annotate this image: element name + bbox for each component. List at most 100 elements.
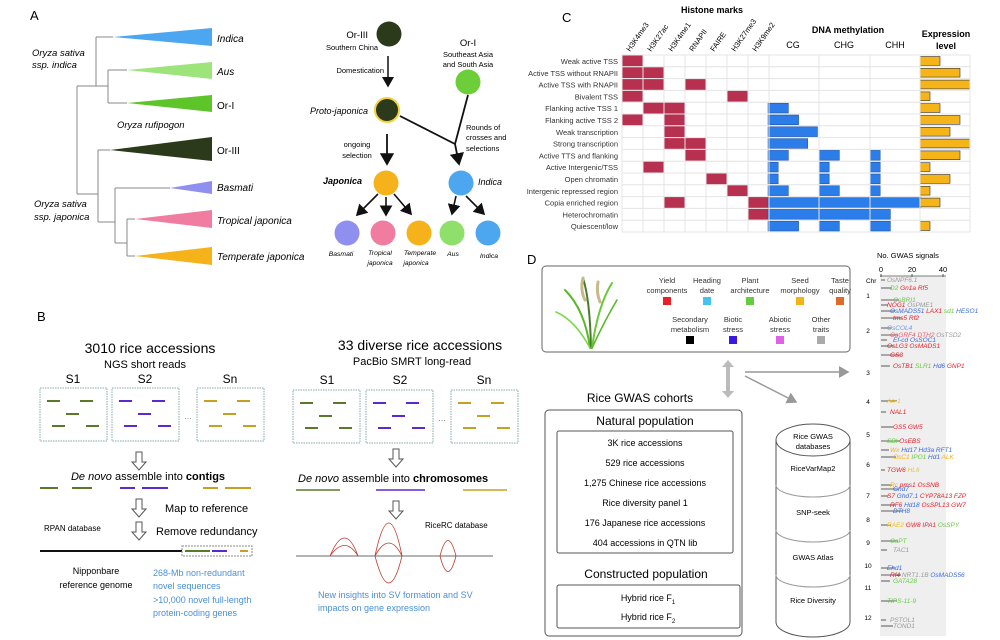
chromatin-state-label: Open chromatin xyxy=(565,175,618,184)
chromosome-label: 5 xyxy=(866,432,870,439)
chromosome-label: 6 xyxy=(866,462,870,469)
gene-label: OsTSD2 xyxy=(934,332,961,339)
finding-note: novel sequences xyxy=(153,581,221,591)
expression-bar xyxy=(919,127,951,137)
gene-row: Ehd1 xyxy=(887,565,903,572)
methylation-bar xyxy=(767,150,789,161)
gene-row: OsBRI1 xyxy=(893,297,916,304)
chr-axis-label: Chr xyxy=(866,278,877,285)
legend-swatch xyxy=(836,297,844,305)
histone-cell xyxy=(622,90,643,102)
gene-label: HL6 xyxy=(906,467,920,474)
axis-tick-label: 0 xyxy=(879,265,883,274)
histone-cell xyxy=(706,173,727,185)
or3-node xyxy=(376,21,402,47)
chromosome-label: 8 xyxy=(866,517,870,524)
histone-cell xyxy=(664,126,685,138)
gene-label: Hd18 xyxy=(902,502,920,509)
gene-label: HESO1 xyxy=(954,308,978,315)
sv-waves xyxy=(296,522,493,584)
panel-a: A Indica Aus Or-I Or-III Basmati Tropica… xyxy=(30,8,506,267)
rice-plant-icon xyxy=(555,276,618,349)
map-label: Map to reference xyxy=(165,503,248,515)
gene-label: SBI xyxy=(887,438,898,445)
or3-label: Or-III xyxy=(346,30,368,41)
gene-label: GS5 xyxy=(893,424,906,431)
histone-cell xyxy=(685,149,706,161)
methylation-bar xyxy=(818,197,871,208)
cohorts-box xyxy=(544,409,743,637)
gene-label: NOG1 xyxy=(887,302,906,309)
panel-c-letter: C xyxy=(562,10,571,25)
methylation-bar xyxy=(767,185,789,196)
domestication-label: Domestication xyxy=(336,66,384,75)
clade-indica xyxy=(113,28,212,46)
signals-axis-title: No. GWAS signals xyxy=(877,251,939,260)
gene-label: GNP1 xyxy=(945,363,965,370)
gene-label: S7 xyxy=(887,493,895,500)
expression-bar xyxy=(919,162,931,172)
gene-label: IPA1 xyxy=(921,522,937,529)
legend-swatch xyxy=(796,297,804,305)
panel-b: B 3010 rice accessions NGS short reads S… xyxy=(37,309,519,618)
finding-note: protein-coding genes xyxy=(153,608,238,618)
clade-label: Or-III xyxy=(217,146,240,157)
sample-label: S2 xyxy=(393,373,408,387)
gene-row: S7 Ghd7.1 CYP78A13 FZP xyxy=(887,493,967,500)
chromosome-label: 2 xyxy=(866,328,870,335)
or1-region: and South Asia xyxy=(443,60,494,69)
gene-label: An-1 xyxy=(886,398,901,405)
child-label: Basmati xyxy=(329,251,354,258)
gene-row: OsGRF4 DTH2 OsTSD2 xyxy=(890,332,962,339)
methylation-bar xyxy=(767,197,820,208)
gene-label: Ef-cd xyxy=(893,337,909,344)
rounds-label: selections xyxy=(466,144,500,153)
expression-bar xyxy=(919,138,971,149)
chromatin-state-label: Quiescent/low xyxy=(571,222,619,231)
gene-label: Rc xyxy=(890,482,899,489)
chromatin-state-label: Weak transcription xyxy=(556,128,618,137)
axis-tick-label: 40 xyxy=(939,265,947,274)
gene-label: OsPT xyxy=(890,538,908,545)
subpopulation-arrows xyxy=(355,193,486,217)
gene-label: RAE2 xyxy=(887,522,904,529)
legend-swatch xyxy=(686,336,694,344)
gene-row: GS3 xyxy=(890,352,903,359)
methylation-bar xyxy=(869,209,891,220)
gene-label: GW7 xyxy=(949,502,966,509)
expression-bar xyxy=(919,150,961,160)
methylation-bar xyxy=(818,185,840,196)
rufipogon-label: Oryza rufipogon xyxy=(117,120,185,131)
gene-row: DTH8 xyxy=(893,508,910,515)
gene-label: OsC1 xyxy=(893,454,910,461)
chromatin-state-label: Intergenic repressed region xyxy=(527,187,618,196)
sample-label: Sn xyxy=(223,372,238,386)
gene-row: OsNPF6.1 xyxy=(887,277,918,284)
gene-label: sd1 xyxy=(942,308,955,315)
legend-label: architecture xyxy=(730,286,769,295)
chromosome-label: 3 xyxy=(866,370,870,377)
gene-label: tms5 xyxy=(893,315,907,322)
histone-cell xyxy=(727,185,748,197)
gene-label: Hd1 xyxy=(926,454,940,461)
gene-row: OsTB1 SLR1 Hd6 GNP1 xyxy=(893,363,965,370)
methylation-bar xyxy=(767,102,789,114)
gene-label: Hd3a xyxy=(917,447,935,454)
gene-label: OsLG3 xyxy=(887,343,908,350)
gene-row: GS5 GW5 xyxy=(893,424,923,431)
gene-label: TGW6 xyxy=(887,467,906,474)
histone-cell xyxy=(685,138,706,149)
cohort-item: 3K rice accessions xyxy=(607,438,683,448)
gene-label: DTH8 xyxy=(893,508,910,515)
axis-tick-label: 20 xyxy=(908,265,916,274)
constructed-item: Hybrid rice F1 xyxy=(621,593,676,606)
constructed-population-box xyxy=(556,584,741,629)
gene-row: Ghd7 xyxy=(893,486,909,493)
rounds-label: Rounds of xyxy=(466,123,501,132)
legend-swatch xyxy=(703,297,711,305)
indica-group-label: Oryza sativa xyxy=(32,48,85,59)
down-arrow-icon xyxy=(387,500,405,520)
clade-label: Temperate japonica xyxy=(217,252,305,263)
gwas-database-cylinder: Rice GWAS databases RiceVarMap2 SNP-seek… xyxy=(775,423,851,638)
